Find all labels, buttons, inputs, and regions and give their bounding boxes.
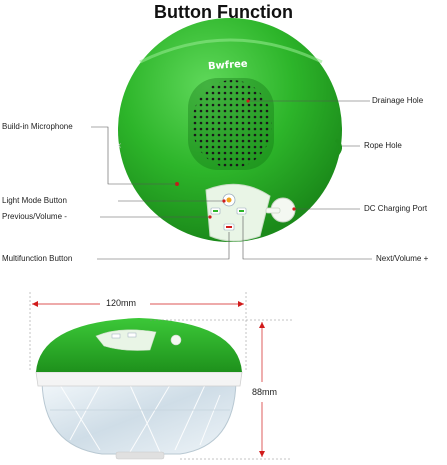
speaker-top-view: Bwfree ‹: [118, 18, 343, 242]
leader-lines: [91, 100, 372, 260]
dimension-width: 120mm: [106, 298, 137, 308]
speaker-foot: [115, 451, 165, 460]
leader-markers: [208, 99, 296, 219]
chevron-left-icon: ‹: [118, 140, 121, 151]
speaker-side-view: [35, 318, 243, 460]
label-light-mode: Light Mode Button: [2, 196, 67, 205]
rope-hole: [335, 138, 343, 155]
page-title: Button Function: [154, 2, 293, 22]
dimension-height: 88mm: [252, 387, 278, 397]
control-panel: [205, 183, 271, 242]
label-dc-port: DC Charging Port: [364, 204, 428, 213]
label-drainage-hole: Drainage Hole: [372, 96, 424, 105]
label-next-volume: Next/Volume +: [376, 254, 429, 263]
label-microphone: Build-in Microphone: [2, 122, 73, 131]
brand-logo: Bwfree: [208, 59, 249, 73]
crystal-dome: [41, 377, 237, 455]
label-multifunction: Multifunction Button: [2, 254, 73, 263]
dimension-lines: [29, 292, 292, 460]
microphone-hole: [175, 182, 179, 186]
dc-charging-port: [265, 197, 296, 223]
label-previous-volume: Previous/Volume -: [2, 212, 67, 221]
base-ring: [35, 371, 243, 387]
label-rope-hole: Rope Hole: [364, 141, 402, 150]
speaker-grille: [188, 78, 274, 170]
